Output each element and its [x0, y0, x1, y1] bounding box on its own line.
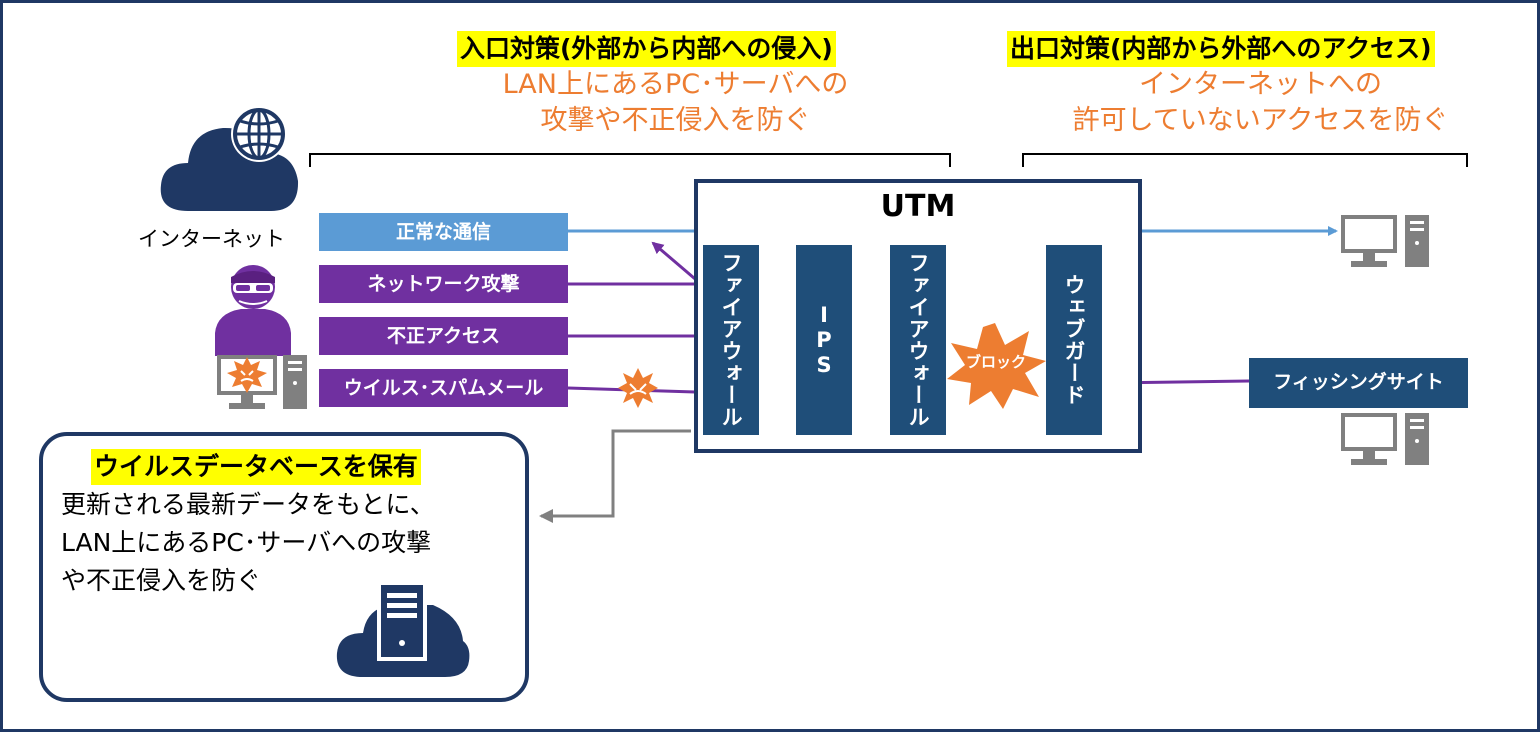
database-feed-arrow — [539, 429, 691, 523]
database-title: ウイルスデータベースを保有 — [91, 449, 421, 485]
database-desc-line2: LAN上にあるPC･サーバへの攻撃 — [61, 528, 432, 557]
cloud-globe-icon — [160, 106, 299, 211]
virus-burst-icon — [618, 368, 658, 408]
internet-label: インターネット — [138, 227, 285, 251]
database-desc-line3: や不正侵入を防ぐ — [61, 566, 262, 595]
outbound-desc-line2: 許可していないアクセスを防ぐ — [1072, 105, 1449, 136]
traffic-network-attack: ネットワーク攻撃 — [319, 265, 568, 303]
network-attack-bounce-arrow — [651, 241, 702, 286]
hacker-icon — [215, 265, 291, 356]
inbound-desc-line2: 攻撃や不正侵入を防ぐ — [540, 105, 811, 136]
computer-icon — [1341, 413, 1429, 465]
block-label: ブロック — [965, 353, 1026, 371]
infected-computer-icon — [217, 355, 307, 409]
module-firewall-2: ファイアウォール — [890, 245, 946, 435]
traffic-virus-spam: ウイルス･スパムメール — [319, 369, 568, 407]
traffic-unauthorized-access: 不正アクセス — [319, 317, 568, 355]
inbound-bracket — [309, 153, 951, 167]
module-web-guard: ウェブガード — [1046, 245, 1102, 435]
module-firewall-1: ファイアウォール — [703, 245, 759, 435]
utm-title: UTM — [880, 189, 956, 224]
inbound-desc-line1: LAN上にあるPC･サーバへの — [502, 69, 849, 100]
inbound-title: 入口対策(外部から内部への侵入) — [457, 31, 836, 67]
cloud-server-icon — [336, 581, 470, 677]
database-desc-line1: 更新される最新データをもとに、 — [61, 490, 435, 519]
block-burst-icon — [947, 323, 1046, 409]
module-ips: IPS — [796, 245, 852, 435]
outbound-desc-line1: インターネットへの — [1139, 69, 1382, 100]
outbound-bracket — [1022, 153, 1468, 167]
outbound-title: 出口対策(内部から外部へのアクセス) — [1007, 31, 1435, 67]
phishing-site: フィッシングサイト — [1249, 358, 1468, 408]
traffic-normal: 正常な通信 — [319, 213, 568, 251]
computer-icon — [1341, 215, 1429, 267]
